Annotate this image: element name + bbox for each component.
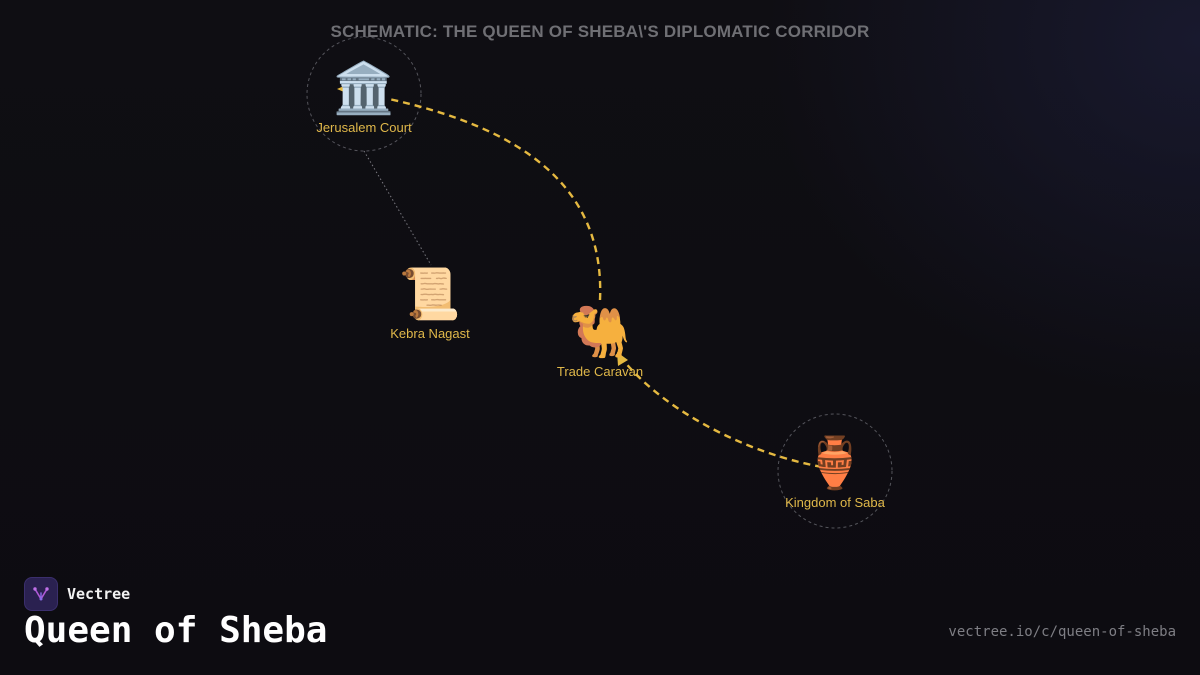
camel-icon: 🐫 (568, 304, 632, 360)
vectree-logo-icon (24, 577, 58, 611)
node-label-trade-caravan: Trade Caravan (556, 364, 644, 379)
amphora-icon: 🏺 (803, 435, 867, 491)
node-label-jerusalem-court: Jerusalem Court (316, 120, 412, 135)
node-kingdom-of-saba[interactable]: 🏺 Kingdom of Saba (755, 435, 915, 510)
jerusalem-arrowhead (337, 83, 351, 95)
diagram-title: SCHEMATIC: THE QUEEN OF SHEBA\'S DIPLOMA… (330, 22, 870, 41)
scroll-icon: 📜 (398, 266, 462, 322)
node-jerusalem-court[interactable]: 🏛️ Jerusalem Court (284, 60, 444, 135)
caravan-arrowhead (617, 352, 628, 366)
node-label-kingdom-of-saba: Kingdom of Saba (785, 495, 885, 510)
caravan-to-jerusalem-route (388, 97, 602, 301)
node-label-kebra-nagast: Kebra Nagast (390, 326, 470, 341)
jerusalem-to-kebra-connector (363, 150, 432, 266)
jerusalem-highlight-ring (306, 36, 422, 152)
node-kebra-nagast[interactable]: 📜 Kebra Nagast (350, 266, 510, 341)
brand[interactable]: Vectree (24, 577, 130, 611)
saba-highlight-ring (777, 413, 893, 529)
node-trade-caravan[interactable]: 🐫 Trade Caravan (520, 304, 680, 379)
page-url-link[interactable]: vectree.io/c/queen-of-sheba (948, 624, 1176, 640)
classical-building-icon: 🏛️ (332, 60, 396, 116)
page-title: Queen of Sheba (24, 610, 328, 651)
brand-name: Vectree (67, 585, 131, 603)
